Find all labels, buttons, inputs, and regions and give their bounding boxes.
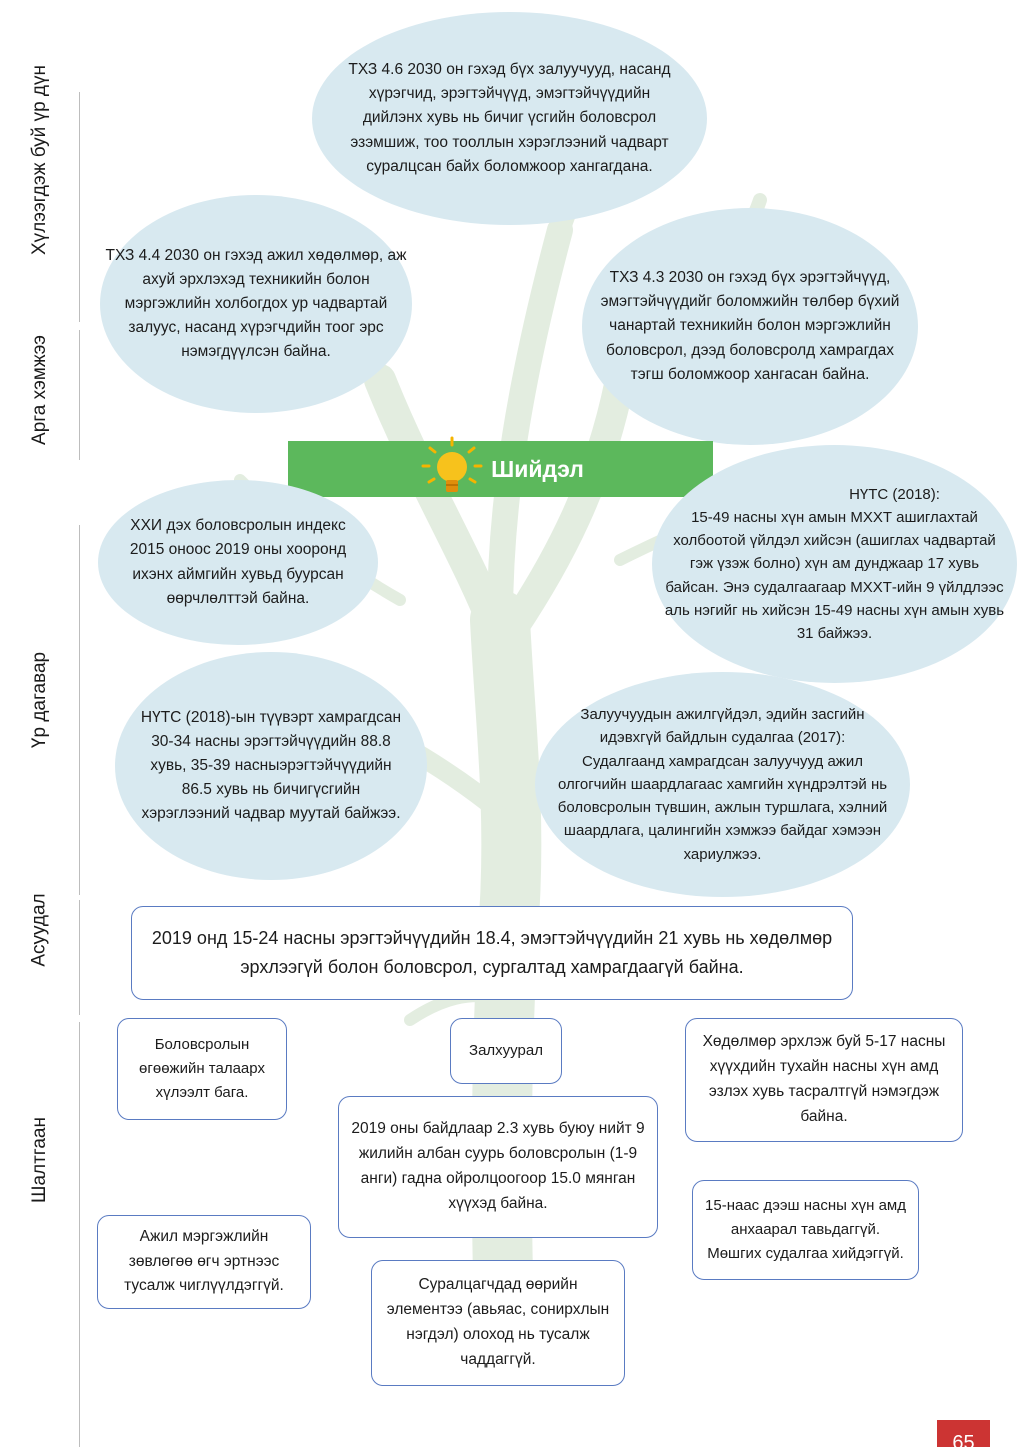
side-label-consequence: Үр дагавар xyxy=(29,651,51,749)
cause-out-of-school: 2019 оны байдлаар 2.3 хувь буюу нийт 9 ж… xyxy=(338,1096,658,1238)
consequence-nyts: НҮТС (2018): 15-49 насны хүн амын МХХТ а… xyxy=(652,445,1017,683)
lightbulb-icon xyxy=(421,436,483,492)
cause-education-value: Боловсролын өгөөжийн талаарх хүлээлт баг… xyxy=(117,1018,287,1120)
banner-title: Шийдэл xyxy=(491,455,584,482)
problem-box: 2019 онд 15-24 насны эрэгтэйчүүдийн 18.4… xyxy=(131,906,853,1000)
side-label-cause: Шалтгаан xyxy=(29,1117,51,1203)
consequence-youth-survey: Залуучуудын ажилгүйдэл, эдийн засгийн ид… xyxy=(535,672,910,897)
cause-laziness: Залхуурал xyxy=(450,1018,562,1084)
side-label-method: Арга хэмжээ xyxy=(29,335,50,445)
divider-line xyxy=(79,92,80,322)
side-label-outcome: Хүлээгдэж буй үр дүн xyxy=(29,65,50,255)
consequence-nyts-literacy: НҮТС (2018)-ын түүвэрт хамрагдсан 30-34 … xyxy=(115,652,427,880)
goal-tz44: ТХЗ 4.4 2030 он гэхэд ажил хөдөлмөр, аж … xyxy=(100,195,412,413)
side-label-problem: Асуудал xyxy=(29,893,51,967)
nyts-text: 15-49 насны хүн амын МХХТ ашиглахтай хол… xyxy=(664,508,1005,643)
divider-line xyxy=(79,1022,80,1447)
solution-banner: Шийдэл xyxy=(288,436,713,497)
nyts-heading: НҮТС (2018): xyxy=(849,485,940,503)
page-number: 65 xyxy=(937,1420,990,1447)
divider-line xyxy=(79,525,80,895)
divider-line xyxy=(79,330,80,460)
cause-adults: 15-наас дээш насны хүн амд анхаарал тавь… xyxy=(692,1180,919,1280)
cause-child-labor: Хөдөлмөр эрхлэж буй 5-17 насны хүүхдийн … xyxy=(685,1018,963,1142)
cause-students-element: Суралцагчдад өөрийн элементээ (авьяас, с… xyxy=(371,1260,625,1386)
consequence-index: ХХИ дэх боловсролын индекс 2015 оноос 20… xyxy=(98,480,378,645)
goal-tz43: ТХЗ 4.3 2030 он гэхэд бүх эрэгтэйчүүд, э… xyxy=(582,208,918,445)
divider-line xyxy=(79,900,80,1015)
cause-career-guidance: Ажил мэргэжлийн зөвлөгөө өгч эртнээс тус… xyxy=(97,1215,311,1309)
goal-tz46: ТХЗ 4.6 2030 он гэхэд бүх залуучууд, нас… xyxy=(312,12,707,225)
